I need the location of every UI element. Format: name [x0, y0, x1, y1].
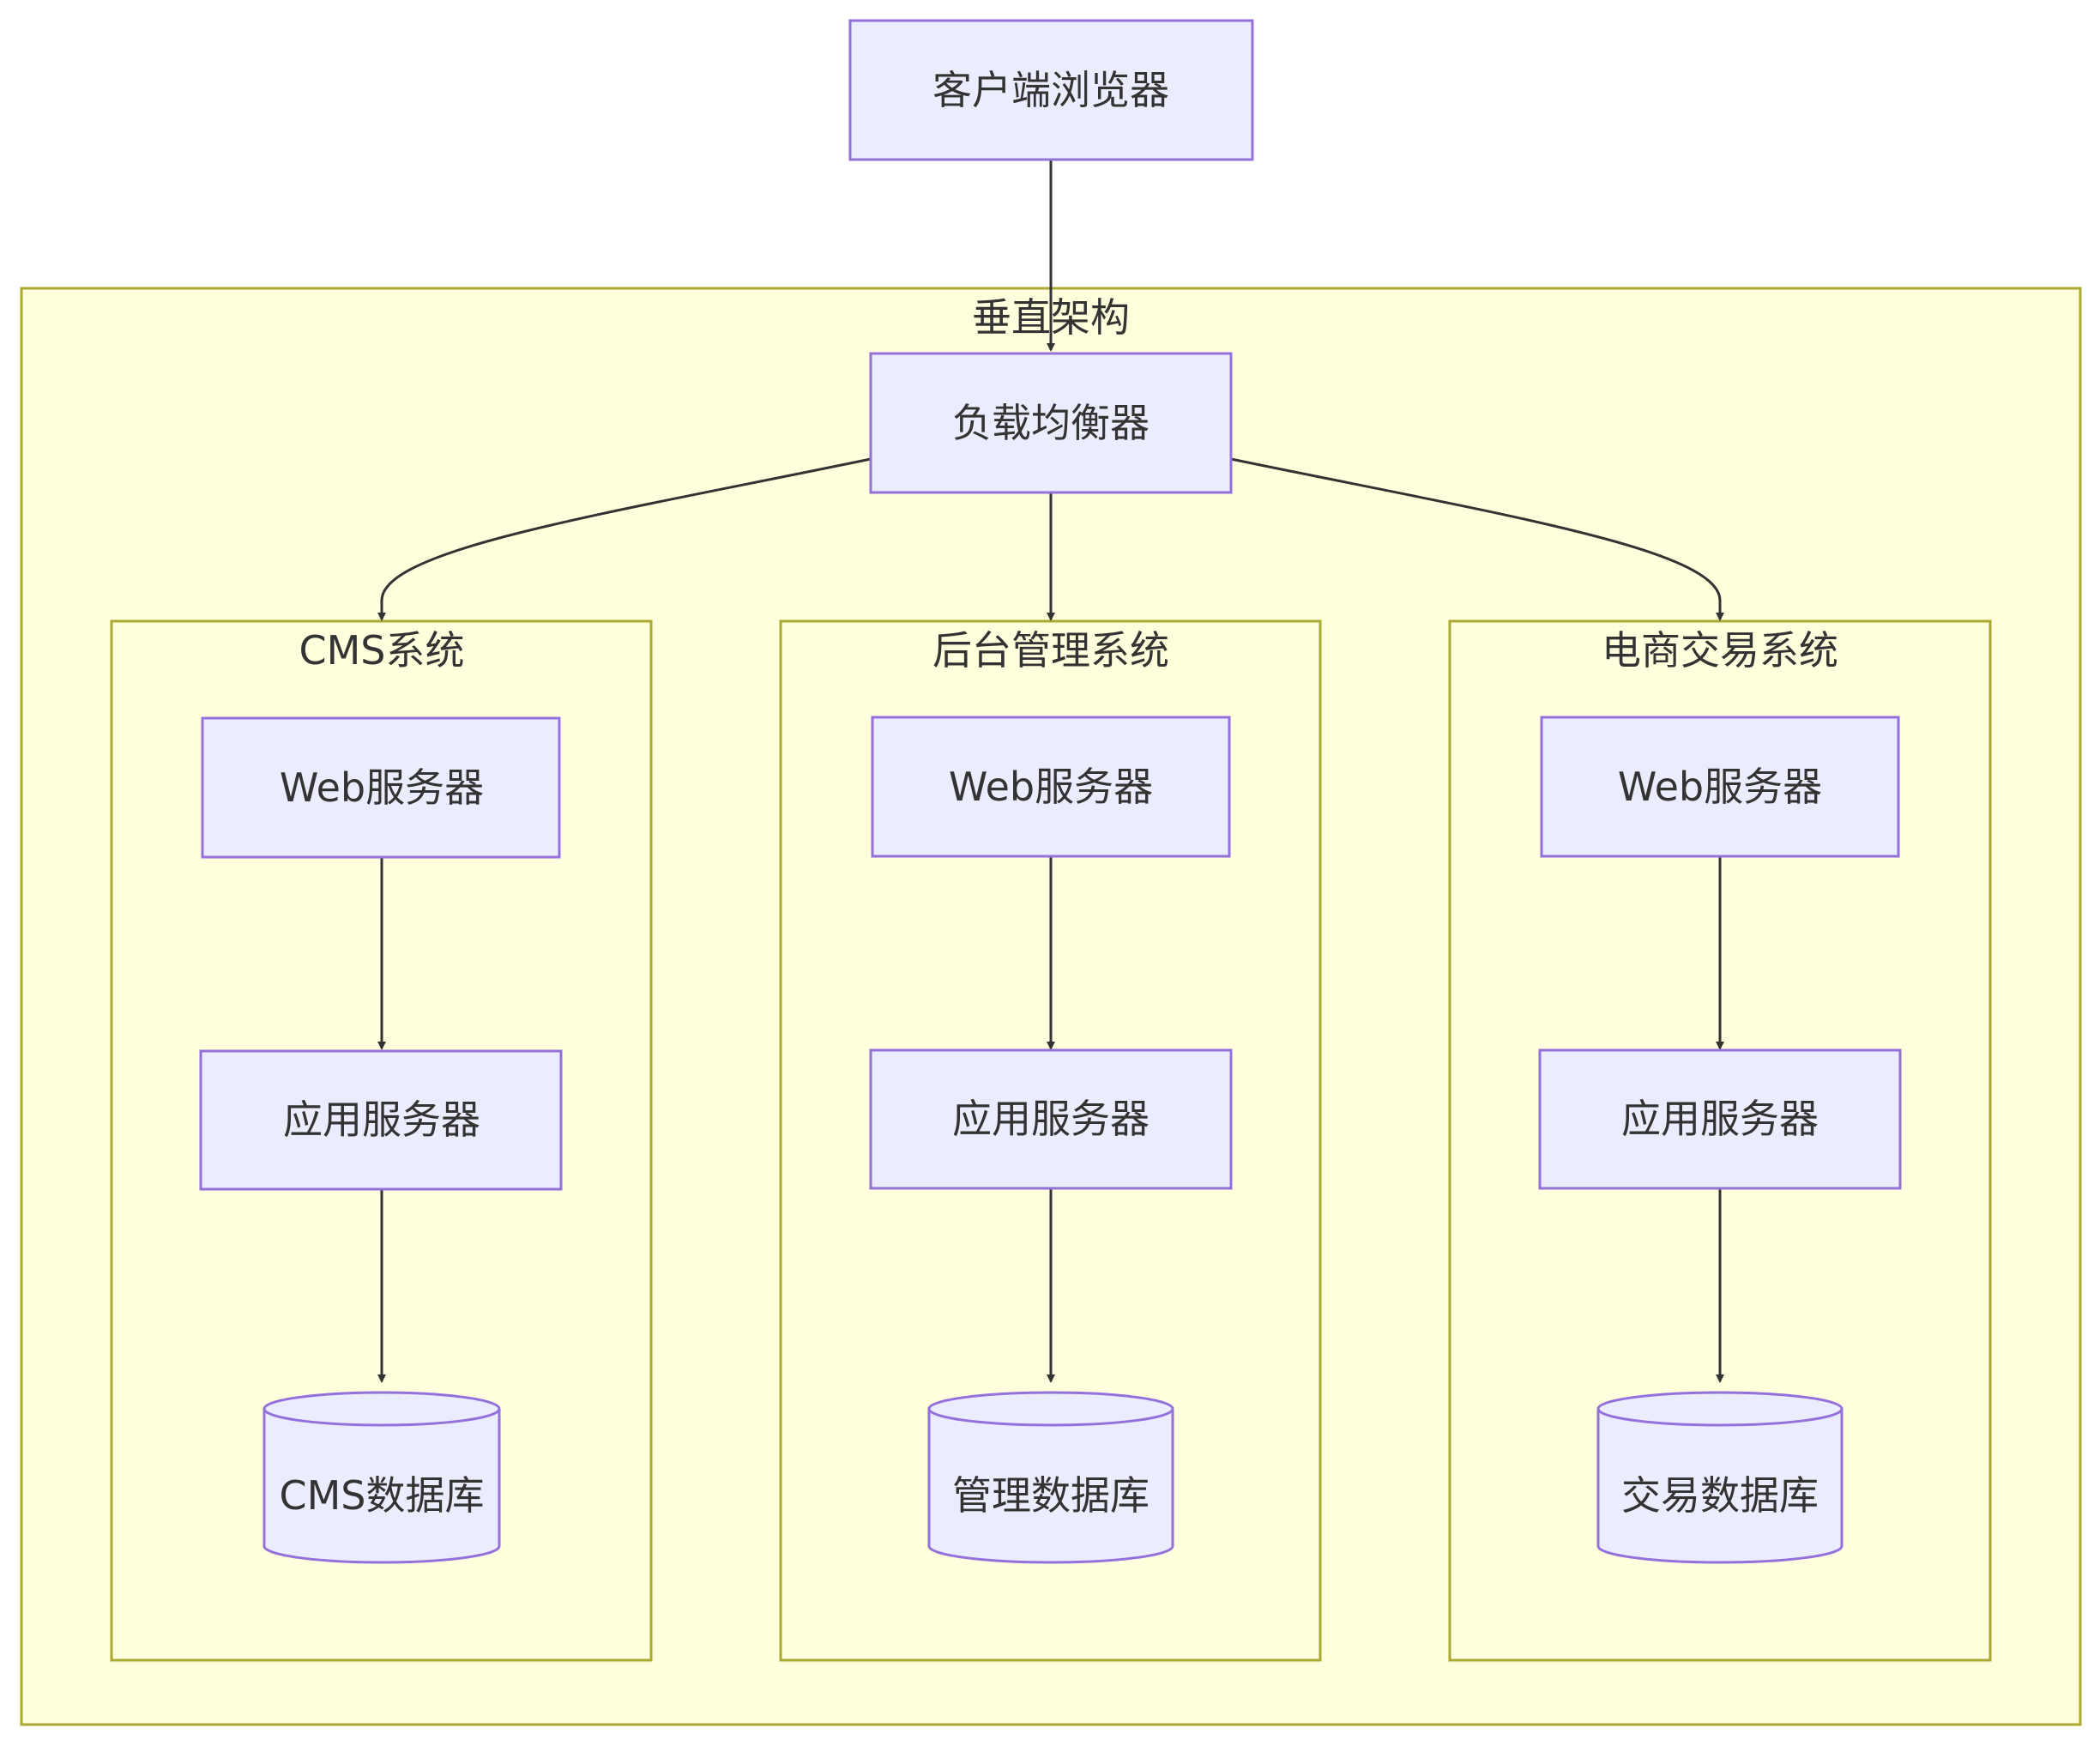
edge-lb-to-shop-web	[1230, 457, 1724, 621]
node-shop-app-server-label: 应用服务器	[1621, 1096, 1819, 1142]
node-shop-database[interactable]: 交易数据库	[1596, 1391, 1844, 1564]
node-shop-app-server[interactable]: 应用服务器	[1538, 1048, 1902, 1190]
cluster-admin-system-label: 后台管理系统	[932, 627, 1169, 674]
node-shop-web-server[interactable]: Web服务器	[1540, 716, 1900, 858]
node-cms-database[interactable]: CMS数据库	[262, 1391, 501, 1564]
node-cms-web-server-label: Web服务器	[280, 764, 484, 811]
cluster-shop-system-label: 电商交易系统	[1602, 627, 1838, 674]
node-admin-web-server[interactable]: Web服务器	[871, 716, 1231, 858]
edges	[377, 160, 1724, 1383]
node-load-balancer-label: 负载均衡器	[952, 400, 1150, 446]
node-shop-web-server-label: Web服务器	[1618, 764, 1822, 810]
edge-lb-to-cms-web	[377, 457, 872, 621]
node-admin-web-server-label: Web服务器	[949, 764, 1153, 810]
node-client-browser[interactable]: 客户端浏览器	[848, 19, 1254, 161]
cluster-cms-system-label: CMS系统	[299, 627, 464, 674]
node-admin-app-server-label: 应用服务器	[952, 1096, 1150, 1142]
node-admin-database[interactable]: 管理数据库	[927, 1391, 1174, 1564]
node-client-browser-label: 客户端浏览器	[932, 67, 1169, 113]
node-cms-app-server-label: 应用服务器	[283, 1097, 480, 1143]
node-admin-app-server[interactable]: 应用服务器	[869, 1048, 1233, 1190]
node-cms-database-label: CMS数据库	[279, 1472, 484, 1519]
node-cms-web-server[interactable]: Web服务器	[201, 716, 561, 859]
node-cms-app-server[interactable]: 应用服务器	[199, 1049, 563, 1191]
node-admin-database-label: 管理数据库	[952, 1472, 1150, 1519]
node-load-balancer[interactable]: 负载均衡器	[869, 352, 1233, 494]
node-shop-database-label: 交易数据库	[1621, 1472, 1819, 1519]
